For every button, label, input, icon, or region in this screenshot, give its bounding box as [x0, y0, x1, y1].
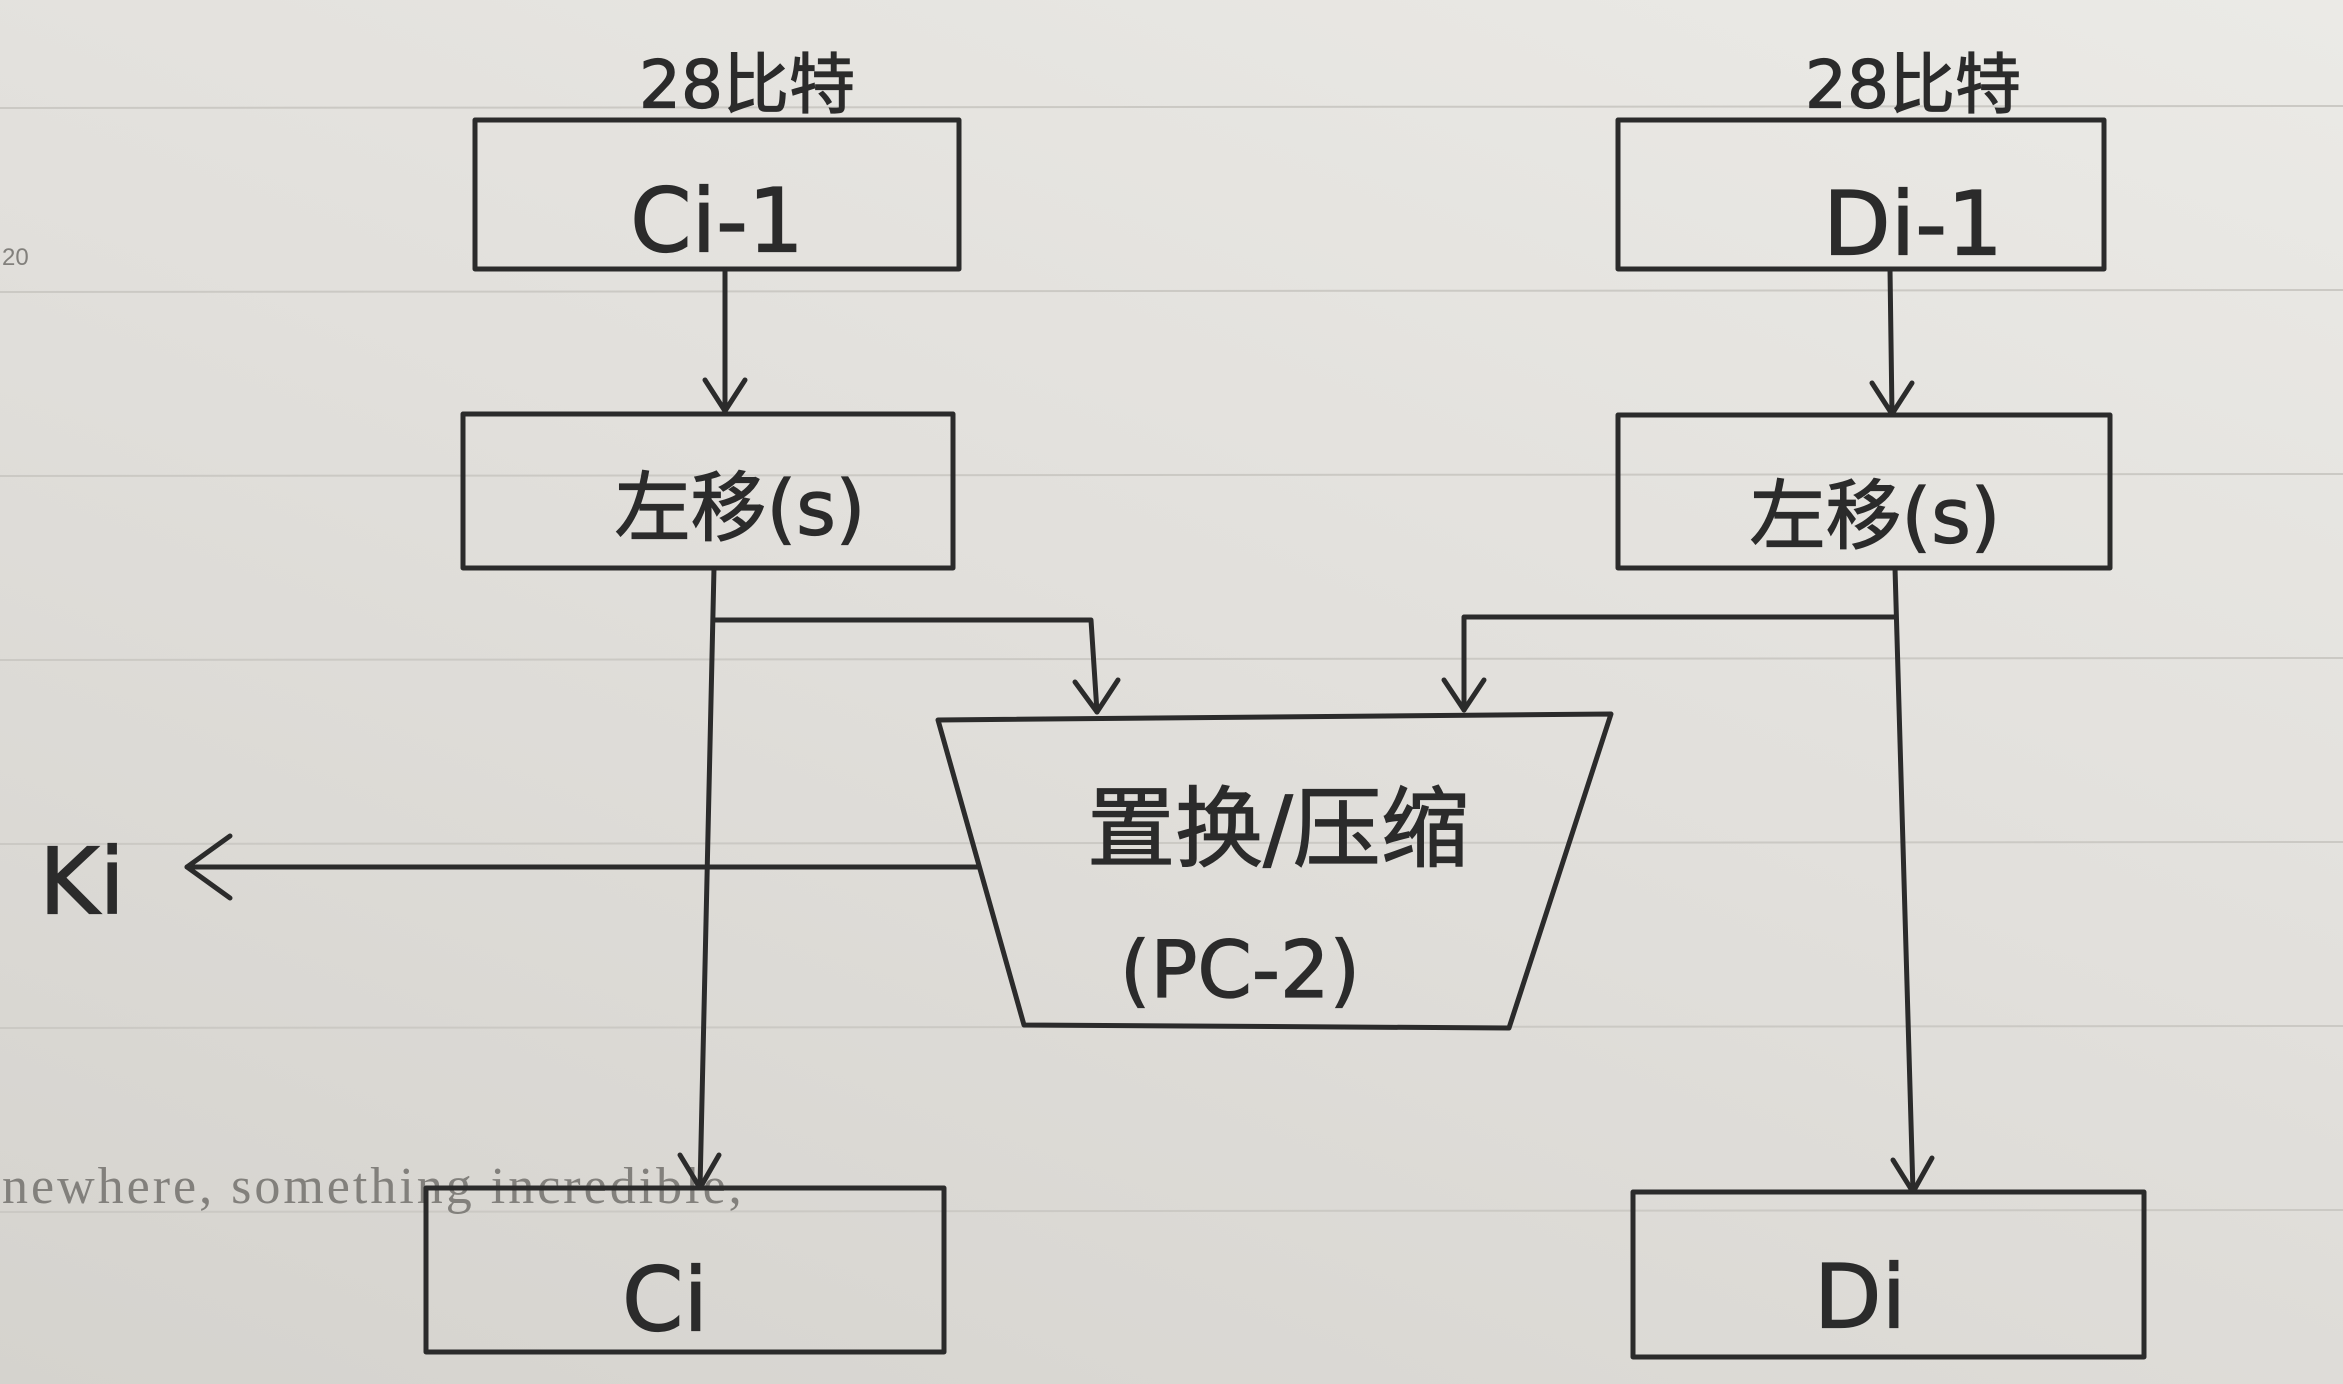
c-shift-label: 左移(s)	[615, 464, 866, 553]
d-output-label: Di	[1814, 1246, 1906, 1349]
c-input-label: Ci-1	[630, 170, 804, 273]
d-input-bits-label: 28比特	[1805, 47, 2021, 124]
rule-line	[0, 105, 2343, 109]
rule-line	[0, 289, 2343, 293]
c-input-bits-label: 28比特	[639, 47, 855, 124]
d-shift-to-permutation-arrow	[1441, 614, 1898, 713]
c-output-label: Ci	[622, 1249, 708, 1352]
c-input-to-shift-arrow	[702, 266, 748, 414]
subkey-output-arrow	[184, 833, 982, 901]
d-shift-box	[1615, 412, 2113, 571]
rule-line	[0, 841, 2343, 845]
c-shift-to-output-arrow	[677, 565, 722, 1191]
rule-line	[0, 657, 2343, 661]
rule-line	[0, 473, 2343, 477]
permutation-label: 置换/压缩	[1087, 778, 1469, 881]
d-output-box	[1630, 1189, 2147, 1360]
d-shift-label: 左移(s)	[1750, 472, 2001, 561]
permutation-trapezoid	[935, 711, 1614, 1031]
subkey-label: Ki	[39, 829, 125, 936]
d-input-box	[1615, 117, 2107, 272]
permutation-sublabel: (PC-2)	[1120, 926, 1360, 1016]
d-shift-to-output-arrow	[1890, 565, 1935, 1195]
rule-line	[0, 1209, 2343, 1213]
c-output-box	[423, 1185, 947, 1355]
d-input-label: Di-1	[1823, 173, 2003, 276]
page-number: 20	[2, 244, 29, 271]
c-shift-to-permutation-arrow	[711, 617, 1121, 715]
c-shift-box	[460, 411, 956, 571]
c-input-box	[472, 117, 962, 272]
